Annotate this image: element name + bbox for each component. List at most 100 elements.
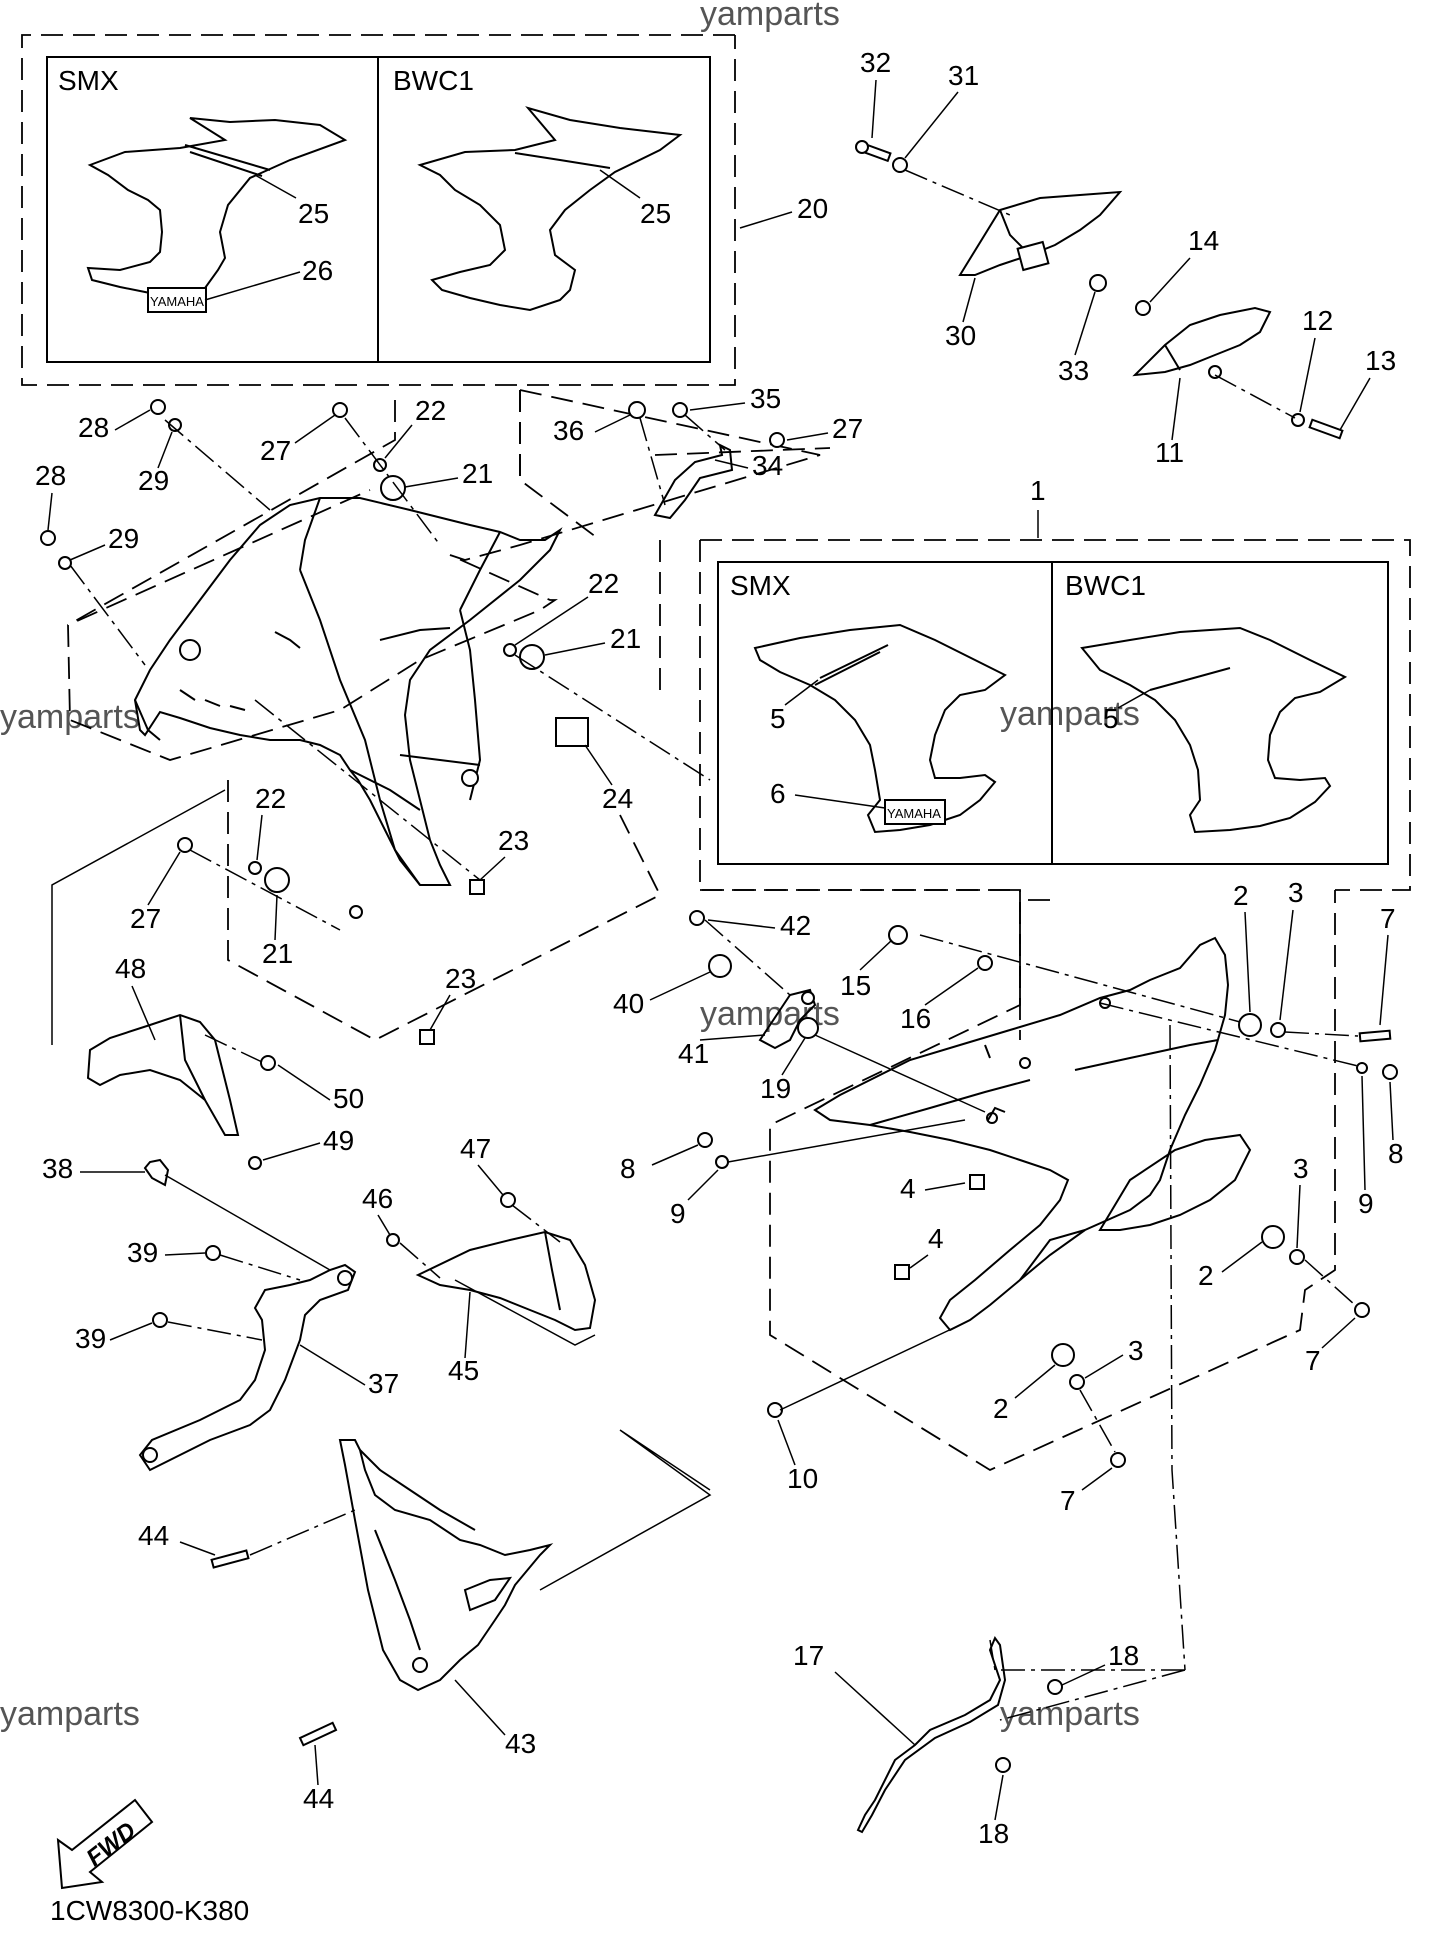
part-label-21c: 21 [262,938,293,969]
side-cowling-bwc1-shape [1080,626,1348,834]
part-label-41: 41 [678,1038,709,1069]
part-label-24: 24 [602,783,633,814]
part-label-7b: 7 [1305,1345,1321,1376]
under-cowl-43 [338,1439,554,1692]
stay-41 [758,988,817,1050]
part-label-10: 10 [787,1463,818,1494]
damper-24 [555,717,589,747]
part-label-34: 34 [752,450,783,481]
under-cowl-group: 44 44 43 [138,1429,712,1814]
side-variant-label-smx: SMX [730,570,791,601]
smx-side-decal-badge-bg [884,799,946,825]
nut-39a [205,1245,221,1261]
grommet-33 [1089,274,1107,292]
nut-39b [152,1312,168,1328]
part-label-29a: 29 [138,465,169,496]
part-label-32: 32 [860,47,891,78]
part-label-4a: 4 [900,1173,916,1204]
washer-9a [715,1155,729,1169]
upper-cowling-variant-group: SMX BWC1 YAMAHA 25 26 25 20 [21,34,828,386]
front-cowling-shape [133,497,563,886]
part-label-25-smx: 25 [298,198,329,229]
upper-cowling-smx-shape [86,117,348,304]
part-label-9b: 9 [1358,1188,1374,1219]
grommet-19 [797,1017,819,1039]
side-cowling-smx-shape [753,623,1007,834]
bolt-18a [1047,1679,1063,1695]
part-label-27a: 27 [260,435,291,466]
grommet-40 [708,954,732,978]
part-label-2a: 2 [1233,880,1249,911]
part-label-27b: 27 [130,903,161,934]
part-label-47: 47 [460,1133,491,1164]
grommet-22b [503,643,517,657]
part-label-37: 37 [368,1368,399,1399]
bracket-11 [1132,306,1272,377]
watermark-right-mid: yamparts [1000,695,1140,733]
part-label-16: 16 [900,1003,931,1034]
side-cowling-shape [813,936,1230,1332]
stay-45 [415,1230,597,1332]
part-label-46: 46 [362,1183,393,1214]
screw-27b [177,837,193,853]
fwd-arrow-group: FWD [56,1798,154,1890]
grommet-21a [380,475,406,501]
upper-variant-label-bwc1: BWC1 [393,65,474,96]
nut-23b [419,1029,435,1045]
screw-42 [689,910,705,926]
part-label-5-bwc1: 5 [1103,703,1119,734]
part-label-3c: 3 [1128,1335,1144,1366]
front-cowling-group: 28 29 28 29 27 22 21 22 21 24 22 27 21 2… [35,389,1021,1045]
screw-44b [298,1721,338,1747]
part-label-26: 26 [302,255,333,286]
part-label-25-bwc1: 25 [640,198,671,229]
part-label-22c: 22 [255,783,286,814]
part-label-17: 17 [793,1640,824,1671]
part-label-40: 40 [613,988,644,1019]
screw-28a [150,399,166,415]
part-label-13: 13 [1365,345,1396,376]
part-label-45: 45 [448,1355,479,1386]
part-label-48: 48 [115,953,146,984]
grommet-21b [519,644,545,670]
nut-16 [977,955,993,971]
part-label-39a: 39 [127,1237,158,1268]
part-label-6: 6 [770,778,786,809]
washer-31 [892,157,908,173]
bolt-32-head [855,140,869,154]
stay-41-group: 42 40 41 [613,910,817,1069]
part-label-8a: 8 [620,1153,636,1184]
screw-36 [628,401,646,419]
diagram-code: 1CW8300-K380 [50,1895,249,1926]
grommet-22c [248,861,262,875]
stay-48 [86,1013,240,1136]
part-label-19: 19 [760,1073,791,1104]
bolt-13 [1308,418,1344,440]
part-label-30: 30 [945,320,976,351]
upper-right-brackets: 32 31 14 12 13 30 33 11 [855,47,1396,468]
nut-14 [1135,300,1151,316]
nut-23a [469,879,485,895]
screw-8a [697,1132,713,1148]
wire-17 [856,1635,1007,1834]
part-label-3a: 3 [1288,877,1304,908]
washer-9b [1356,1062,1368,1074]
part-label-42: 42 [780,910,811,941]
upper-cowling-bwc1-shape [417,106,683,312]
bolt-7a [1358,1029,1392,1043]
part-label-2c: 2 [993,1393,1009,1424]
part-label-18a: 18 [1108,1640,1139,1671]
part-label-20: 20 [797,193,828,224]
screw-28b [40,530,56,546]
watermark-left-bottom: yamparts [0,1695,140,1733]
nut-46 [386,1233,400,1247]
wire-17-group: 17 18 18 [793,1635,1139,1849]
part-label-50: 50 [333,1083,364,1114]
part-label-21a: 21 [462,458,493,489]
part-label-21b: 21 [610,623,641,654]
part-label-2b: 2 [1198,1260,1214,1291]
washer-12 [1291,413,1305,427]
stay-34-group: 36 35 27 34 [519,383,863,520]
screw-44a [210,1549,250,1569]
part-label-1: 1 [1030,475,1046,506]
